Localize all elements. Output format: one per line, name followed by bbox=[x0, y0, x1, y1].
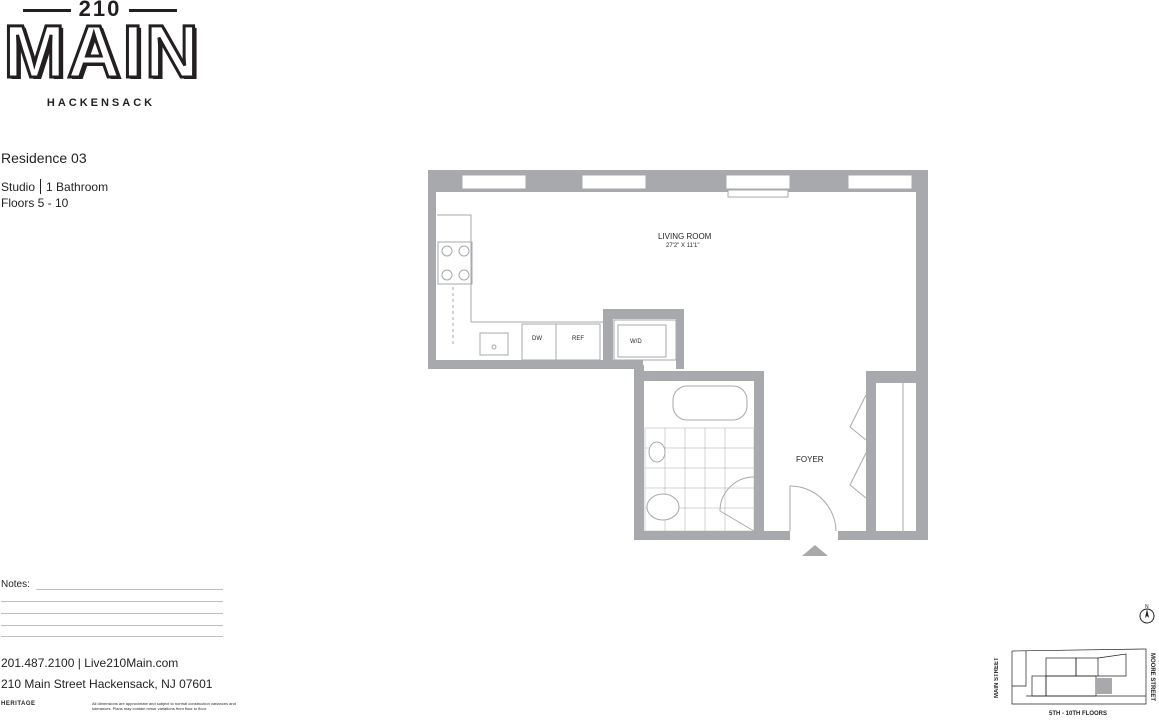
foyer-label: FOYER bbox=[796, 455, 824, 464]
kitchen-counter bbox=[437, 214, 677, 361]
note-line bbox=[1, 613, 223, 614]
residence-floors: Floors 5 - 10 bbox=[1, 196, 69, 210]
compass-icon: N bbox=[1139, 604, 1155, 624]
developer-logos: HERITAGE bbox=[1, 701, 36, 707]
contact-address: 210 Main Street Hackensack, NJ 07601 bbox=[1, 677, 213, 691]
floor-plan: DW REF W/D LIVING ROOM 27'2" X 11'1" FOY… bbox=[428, 170, 928, 556]
dw-label: DW bbox=[532, 336, 542, 342]
key-plan-caption: 5TH - 10TH FLOORS bbox=[1048, 711, 1107, 717]
street-label-moore: MOORE STREET bbox=[1149, 653, 1155, 702]
plan-walls bbox=[428, 170, 928, 540]
notes-label: Notes: bbox=[1, 579, 30, 590]
wd-label: W/D bbox=[630, 339, 642, 345]
logo-city: HACKENSACK bbox=[46, 97, 156, 109]
note-line bbox=[1, 636, 223, 637]
residence-bathrooms: 1 Bathroom bbox=[46, 180, 109, 194]
entry-arrow-icon bbox=[802, 545, 828, 556]
logo-number: 210 bbox=[0, 0, 200, 20]
compass-label: N bbox=[1145, 604, 1149, 610]
residence-type-row: Studio 1 Bathroom bbox=[1, 179, 108, 194]
bathroom-fixtures bbox=[644, 383, 904, 532]
type-divider bbox=[40, 179, 42, 194]
note-line bbox=[36, 589, 223, 590]
key-plan-unit-highlight bbox=[1096, 678, 1112, 694]
key-plan bbox=[1011, 648, 1147, 705]
plan-windows bbox=[461, 174, 913, 190]
contact-phone-web: 201.487.2100 | Live210Main.com bbox=[1, 656, 179, 670]
living-room-label: LIVING ROOM bbox=[658, 232, 712, 241]
living-room-dims: 27'2" X 11'1" bbox=[666, 243, 699, 249]
legal-disclaimer: All dimensions are approximate and subje… bbox=[92, 701, 236, 711]
residence-type: Studio bbox=[1, 180, 36, 194]
ref-label: REF bbox=[572, 336, 584, 342]
note-line bbox=[1, 601, 223, 602]
logo-wordmark: MAIN bbox=[2, 10, 201, 93]
note-line bbox=[1, 625, 223, 626]
residence-title: Residence 03 bbox=[1, 150, 87, 166]
